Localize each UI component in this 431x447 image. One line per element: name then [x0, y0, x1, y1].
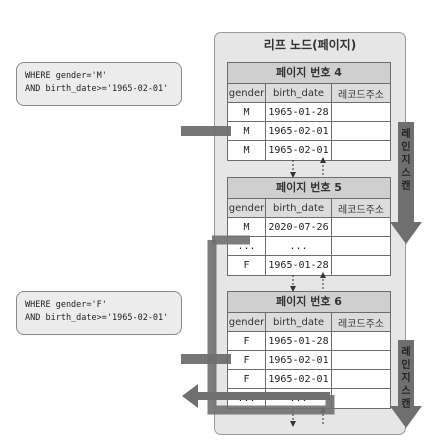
birth-date-cell: 1965-02-01 [266, 141, 332, 160]
column-header-birth-date: birth_date [266, 199, 332, 217]
table-row: ... ... [228, 237, 390, 256]
query-box-male: WHERE gender='M' AND birth_date>='1965-0… [16, 62, 182, 106]
gender-cell: M [228, 141, 266, 160]
gender-cell: ... [228, 237, 266, 255]
table-row: F 1965-01-28 [228, 332, 390, 351]
entry-pointer-icon [181, 126, 231, 136]
range-scan-arrow-icon [390, 340, 422, 428]
birth-date-cell: 1965-02-01 [266, 370, 332, 388]
entry-pointer-icon [181, 354, 231, 364]
range-scan-label: 레인지 스캔 [401, 129, 411, 192]
gender-cell: M [228, 218, 266, 236]
column-header-row: gender birth_date 레코드주소 [228, 199, 390, 218]
query-box-female: WHERE gender='F' AND birth_date>='1965-0… [16, 291, 182, 335]
gender-cell: F [228, 370, 266, 388]
query-where-clause: WHERE gender='M' [25, 71, 107, 81]
page-4-title: 페이지 번호 4 [228, 63, 390, 84]
birth-date-cell: 2020-07-26 [266, 218, 332, 236]
birth-date-cell: 1965-02-01 [266, 122, 332, 140]
column-header-row: gender birth_date 레코드주소 [228, 84, 390, 103]
gender-cell: F [228, 332, 266, 350]
scan-exit-arrow-icon [182, 384, 330, 408]
table-row: M 1965-02-01 [228, 122, 390, 141]
column-header-birth-date: birth_date [266, 313, 332, 331]
birth-date-cell: 1965-01-28 [266, 332, 332, 350]
range-scan-arrow-icon [390, 122, 422, 244]
page-5-title: 페이지 번호 5 [228, 178, 390, 199]
column-header-record-address: 레코드주소 [332, 313, 390, 331]
column-header-row: gender birth_date 레코드주소 [228, 313, 390, 332]
table-row: F 1965-01-28 [228, 256, 390, 275]
birth-date-cell: 1965-01-28 [266, 103, 332, 121]
query-and-clause: AND birth_date>='1965-02-01' [25, 313, 169, 323]
table-row: M 1965-02-01 [228, 141, 390, 160]
table-row: M 1965-01-28 [228, 103, 390, 122]
column-header-gender: gender [228, 313, 266, 331]
column-header-gender: gender [228, 199, 266, 217]
gender-cell: F [228, 351, 266, 369]
birth-date-cell: ... [266, 237, 332, 255]
column-header-birth-date: birth_date [266, 84, 332, 102]
scan-path-icon [207, 240, 335, 415]
page-6: 페이지 번호 6 gender birth_date 레코드주소 F 1965-… [227, 291, 391, 409]
page-4: 페이지 번호 4 gender birth_date 레코드주소 M 1965-… [227, 62, 391, 161]
query-and-clause: AND birth_date>='1965-02-01' [25, 84, 169, 94]
column-header-record-address: 레코드주소 [332, 84, 390, 102]
leaf-node-title: 리프 노드(페이지) [263, 38, 357, 52]
birth-date-cell: 1965-01-28 [266, 256, 332, 275]
birth-date-cell: 1965-02-01 [266, 351, 332, 369]
page-6-title: 페이지 번호 6 [228, 292, 390, 313]
table-row: M 2020-07-26 [228, 218, 390, 237]
gender-cell: M [228, 103, 266, 121]
table-row: F 1965-02-01 [228, 370, 390, 389]
page-5: 페이지 번호 5 gender birth_date 레코드주소 M 2020-… [227, 177, 391, 276]
column-header-record-address: 레코드주소 [332, 199, 390, 217]
table-row: F 1965-02-01 [228, 351, 390, 370]
gender-cell: F [228, 256, 266, 275]
gender-cell: M [228, 122, 266, 140]
range-scan-label: 레인지 스캔 [401, 347, 411, 410]
query-where-clause: WHERE gender='F' [25, 300, 107, 310]
column-header-gender: gender [228, 84, 266, 102]
